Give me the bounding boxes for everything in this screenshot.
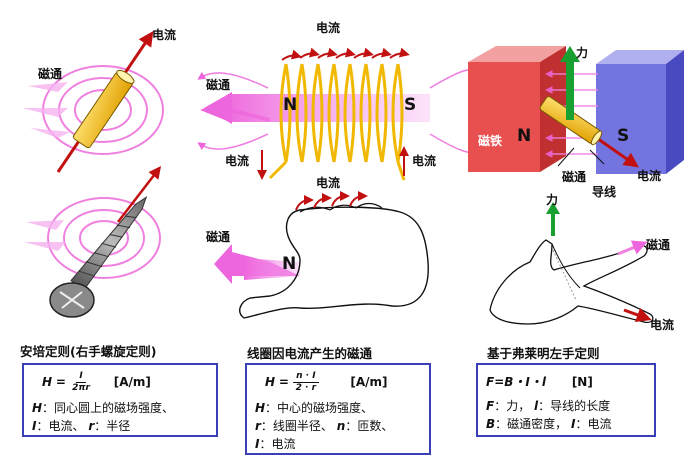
definition-line: F：力， l：导线的长度 [486, 399, 611, 413]
right-hand-illustration [214, 191, 429, 319]
hand-outline [239, 206, 429, 319]
north-block [468, 62, 540, 172]
definition-line: I：电流、 r：半径 [32, 419, 131, 433]
flux-label: 磁通 [646, 238, 671, 252]
north-pole-label: N [283, 95, 298, 115]
flux-arrow-icon [617, 240, 648, 256]
force-label: 力 [546, 193, 559, 207]
flux-arrow-icon [28, 82, 68, 92]
definition-line: I：电流 [255, 437, 296, 451]
right-formula-box: F=B・I・l [N] F：力， l：导线的长度 B：磁通密度， I：电流 [476, 363, 656, 437]
current-label: 电流 [316, 176, 341, 190]
formula-force: F=B・I・l [N] [486, 375, 593, 389]
flux-label: 磁通 [562, 170, 587, 184]
definition-line: r：线圈半径、 n：匝数、 [255, 419, 394, 433]
south-block [596, 64, 666, 174]
coil-illustration [197, 47, 477, 181]
left-hand-illustration [489, 202, 654, 325]
field-ring [74, 89, 132, 131]
wire-label: 导线 [592, 185, 617, 199]
magnet-label: 磁铁 [478, 134, 503, 148]
force-arrow-icon [546, 202, 560, 236]
screw-illustration [24, 166, 162, 318]
definition-line: H：中心的磁场强度、 [255, 401, 374, 415]
north-pole-label: N [282, 254, 297, 274]
south-pole-label: S [404, 95, 417, 115]
middle-panel-title: 线圈因电流产生的磁通 [247, 346, 373, 361]
hand-outline [489, 239, 654, 325]
right-panel-title: 基于弗莱明左手定则 [487, 346, 600, 361]
definition-line: H：同心圆上的磁场强度、 [32, 401, 175, 415]
flux-label: 磁通 [206, 230, 231, 244]
screw-shaft [70, 195, 148, 292]
south-pole-label: S [617, 126, 630, 146]
current-arrow-icon [117, 166, 162, 223]
current-arrow-icon [623, 307, 652, 322]
current-label: 电流 [637, 169, 662, 183]
flux-label: 磁通 [38, 67, 63, 81]
force-label: 力 [576, 46, 589, 60]
current-label: 电流 [225, 154, 250, 168]
flux-arrow-icon [30, 128, 70, 138]
current-label: 电流 [152, 28, 177, 42]
force-arrow-icon [560, 46, 580, 120]
flux-arrow-icon [26, 220, 64, 230]
definition-line: B：磁通密度， I：电流 [486, 417, 612, 431]
left-panel-title: 安培定则(右手螺旋定则) [20, 344, 157, 359]
flux-label: 磁通 [206, 78, 231, 92]
north-pole-label: N [517, 126, 532, 146]
rod-field-illustration [22, 31, 164, 173]
current-label: 电流 [412, 154, 437, 168]
flux-arrow-icon [22, 108, 68, 117]
flux-arrow-icon [24, 242, 66, 251]
current-label: 电流 [316, 21, 341, 35]
motor-illustration [468, 46, 684, 174]
current-label: 电流 [650, 318, 675, 332]
